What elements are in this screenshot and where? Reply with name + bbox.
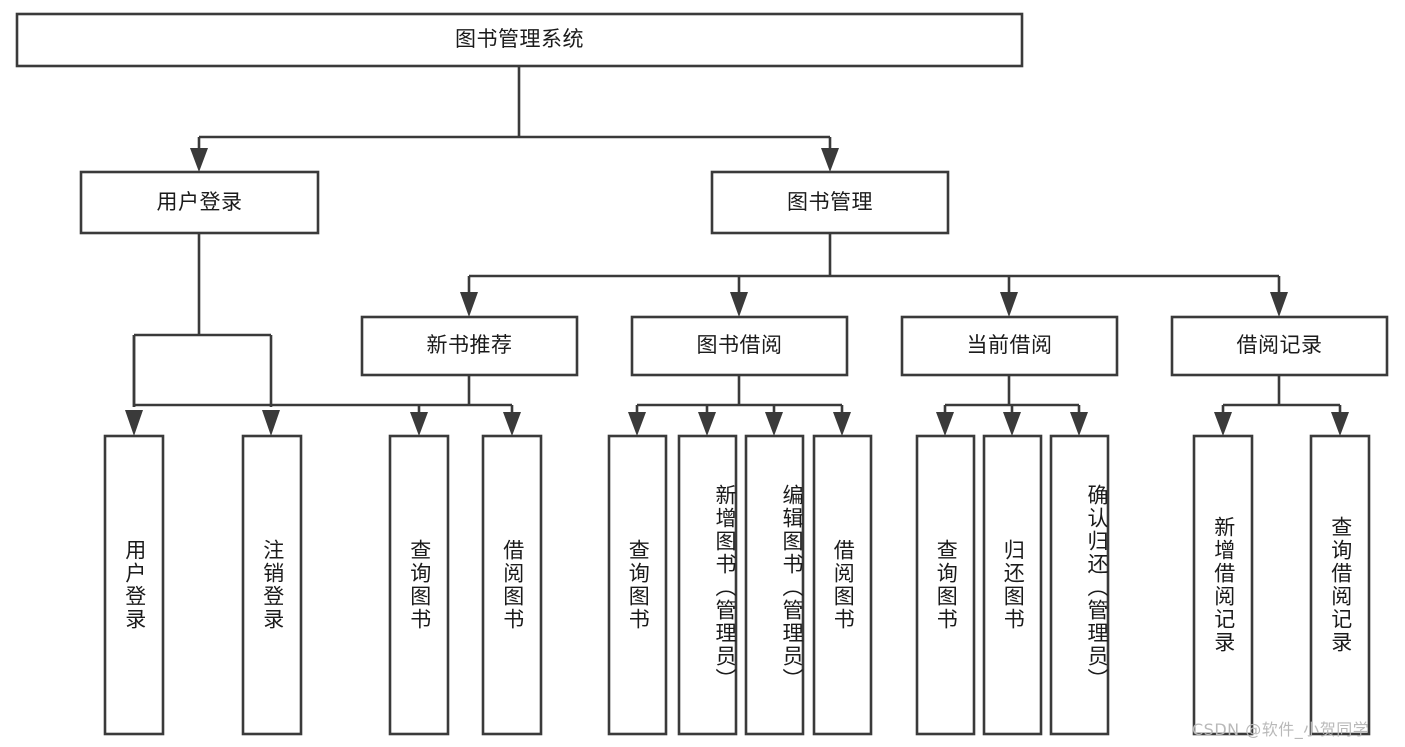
node-box-leaf-query-book-2[interactable] xyxy=(607,434,668,736)
node-box-leaf-borrow-book-1[interactable] xyxy=(481,434,543,736)
arrow-to-leaf-borrow-book-1 xyxy=(503,412,521,436)
arrow-to-book-borrow xyxy=(730,292,748,317)
arrow-to-leaf-user-login xyxy=(125,410,143,436)
node-box-leaf-logout[interactable] xyxy=(241,434,303,736)
node-box-book-manage[interactable] xyxy=(710,170,950,235)
arrow-to-leaf-confirm-return xyxy=(1070,412,1088,436)
arrow-to-leaf-query-book-1 xyxy=(410,412,428,436)
node-box-new-book-rec[interactable] xyxy=(360,315,579,377)
node-box-leaf-return-book[interactable] xyxy=(982,434,1043,736)
csdn-watermark: CSDN @软件_小贺同学 xyxy=(1192,720,1370,739)
arrow-to-leaf-borrow-book-2 xyxy=(833,412,851,436)
node-box-leaf-query-record[interactable] xyxy=(1309,434,1371,736)
node-box-leaf-query-book-3[interactable] xyxy=(915,434,976,736)
arrowhead-group xyxy=(125,148,1349,436)
arrow-to-leaf-query-record xyxy=(1331,412,1349,436)
arrow-to-leaf-logout xyxy=(262,410,280,436)
arrow-to-current-borrow xyxy=(1000,292,1018,317)
arrow-to-leaf-add-record xyxy=(1214,412,1232,436)
node-box-group xyxy=(15,12,1389,736)
arrow-to-leaf-add-book xyxy=(698,412,716,436)
node-box-leaf-add-book[interactable] xyxy=(677,434,738,736)
arrow-to-user-login xyxy=(190,148,208,172)
node-box-leaf-confirm-return[interactable] xyxy=(1049,434,1110,736)
node-box-current-borrow[interactable] xyxy=(900,315,1119,377)
node-box-root[interactable] xyxy=(15,12,1024,68)
arrow-to-new-book-rec xyxy=(460,292,478,317)
arrow-to-leaf-query-book-2 xyxy=(628,412,646,436)
arrow-to-book-manage xyxy=(821,148,839,172)
node-box-leaf-edit-book[interactable] xyxy=(744,434,805,736)
node-box-leaf-query-book-1[interactable] xyxy=(388,434,450,736)
arrow-to-leaf-query-book-3 xyxy=(936,412,954,436)
arrow-to-leaf-return-book xyxy=(1003,412,1021,436)
arrow-to-leaf-edit-book xyxy=(765,412,783,436)
node-box-user-login[interactable] xyxy=(79,170,320,235)
node-box-leaf-borrow-book-2[interactable] xyxy=(812,434,873,736)
node-box-borrow-record[interactable] xyxy=(1170,315,1389,377)
arrow-to-borrow-record xyxy=(1270,292,1288,317)
node-box-leaf-user-login[interactable] xyxy=(103,434,165,736)
node-box-leaf-add-record[interactable] xyxy=(1192,434,1254,736)
node-box-book-borrow[interactable] xyxy=(630,315,849,377)
